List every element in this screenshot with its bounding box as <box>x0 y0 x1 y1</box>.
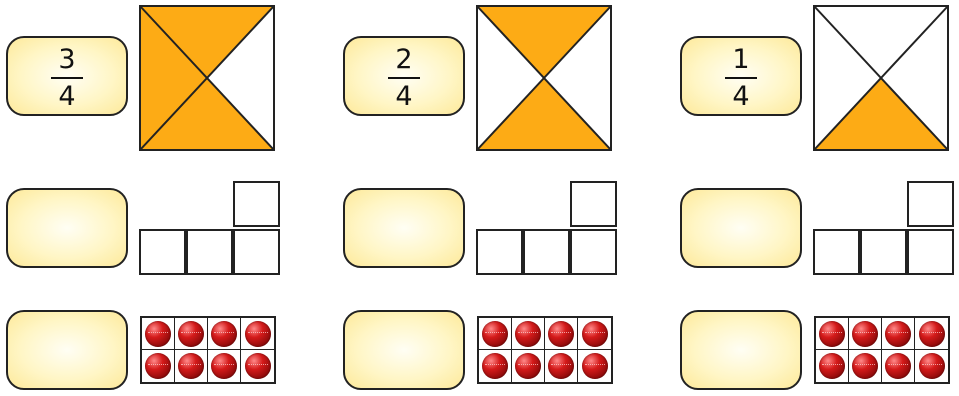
red-ball-icon <box>582 321 608 347</box>
counter-frame <box>477 316 613 384</box>
frame-cell <box>578 318 611 350</box>
red-ball-icon <box>852 321 878 347</box>
red-ball-icon <box>515 353 541 379</box>
grid-cell <box>233 181 280 227</box>
answer-box-row3[interactable] <box>343 310 465 390</box>
frame-cell <box>208 350 241 382</box>
red-ball-icon <box>548 321 574 347</box>
red-ball-icon <box>211 353 237 379</box>
answer-box-row2[interactable] <box>6 188 128 268</box>
fraction-denominator: 4 <box>395 83 412 110</box>
red-ball-icon <box>211 321 237 347</box>
red-ball-icon <box>178 321 204 347</box>
fraction: 2 4 <box>345 46 463 110</box>
fraction: 3 4 <box>8 46 126 110</box>
grid-cell <box>907 229 954 275</box>
frame-cell <box>479 318 512 350</box>
red-ball-icon <box>885 321 911 347</box>
red-ball-icon <box>145 353 171 379</box>
frame-cell <box>241 318 274 350</box>
frame-cell <box>142 318 175 350</box>
frame-cell <box>578 350 611 382</box>
fraction-column-1: 3 4 <box>0 0 300 396</box>
fraction: 1 4 <box>682 46 800 110</box>
fraction-denominator: 4 <box>732 83 749 110</box>
grid-cell <box>570 229 617 275</box>
red-ball-icon <box>819 353 845 379</box>
red-ball-icon <box>482 321 508 347</box>
red-ball-icon <box>245 353 271 379</box>
grid-cell <box>570 181 617 227</box>
frame-cell <box>915 318 948 350</box>
shaded-square <box>806 0 956 156</box>
fraction-denominator: 4 <box>58 83 75 110</box>
frame-cell <box>545 350 578 382</box>
red-ball-icon <box>885 353 911 379</box>
frame-cell <box>479 350 512 382</box>
red-ball-icon <box>852 353 878 379</box>
fraction-box: 3 4 <box>6 36 128 116</box>
grid-cell <box>907 181 954 227</box>
red-ball-icon <box>515 321 541 347</box>
grid-cell <box>860 229 907 275</box>
grid-cell <box>186 229 233 275</box>
fraction-bar <box>51 77 83 79</box>
frame-cell <box>512 350 545 382</box>
frame-cell <box>882 350 915 382</box>
grid-cell <box>233 229 280 275</box>
red-ball-icon <box>145 321 171 347</box>
fraction-column-3: 1 4 <box>674 0 959 396</box>
fraction-bar <box>725 77 757 79</box>
frame-cell <box>175 318 208 350</box>
red-ball-icon <box>919 321 945 347</box>
fraction-box: 2 4 <box>343 36 465 116</box>
fraction-box: 1 4 <box>680 36 802 116</box>
answer-box-row2[interactable] <box>343 188 465 268</box>
counter-frame <box>814 316 950 384</box>
fraction-numerator: 3 <box>58 46 75 76</box>
grid-cell <box>523 229 570 275</box>
fraction-numerator: 1 <box>732 46 749 76</box>
frame-cell <box>545 318 578 350</box>
answer-box-row2[interactable] <box>680 188 802 268</box>
counter-frame <box>140 316 276 384</box>
red-ball-icon <box>919 353 945 379</box>
frame-cell <box>208 318 241 350</box>
red-ball-icon <box>548 353 574 379</box>
frame-cell <box>849 350 882 382</box>
frame-cell <box>849 318 882 350</box>
fraction-bar <box>388 77 420 79</box>
grid-cell <box>476 229 523 275</box>
shaded-square <box>469 0 619 156</box>
grid-cell <box>139 229 186 275</box>
shaded-square <box>132 0 282 156</box>
answer-box-row3[interactable] <box>6 310 128 390</box>
frame-cell <box>882 318 915 350</box>
frame-cell <box>512 318 545 350</box>
red-ball-icon <box>178 353 204 379</box>
frame-cell <box>816 350 849 382</box>
frame-cell <box>241 350 274 382</box>
red-ball-icon <box>245 321 271 347</box>
frame-cell <box>915 350 948 382</box>
frame-cell <box>175 350 208 382</box>
fraction-column-2: 2 4 <box>337 0 637 396</box>
red-ball-icon <box>482 353 508 379</box>
frame-cell <box>816 318 849 350</box>
frame-cell <box>142 350 175 382</box>
fraction-numerator: 2 <box>395 46 412 76</box>
grid-cell <box>813 229 860 275</box>
red-ball-icon <box>582 353 608 379</box>
red-ball-icon <box>819 321 845 347</box>
answer-box-row3[interactable] <box>680 310 802 390</box>
